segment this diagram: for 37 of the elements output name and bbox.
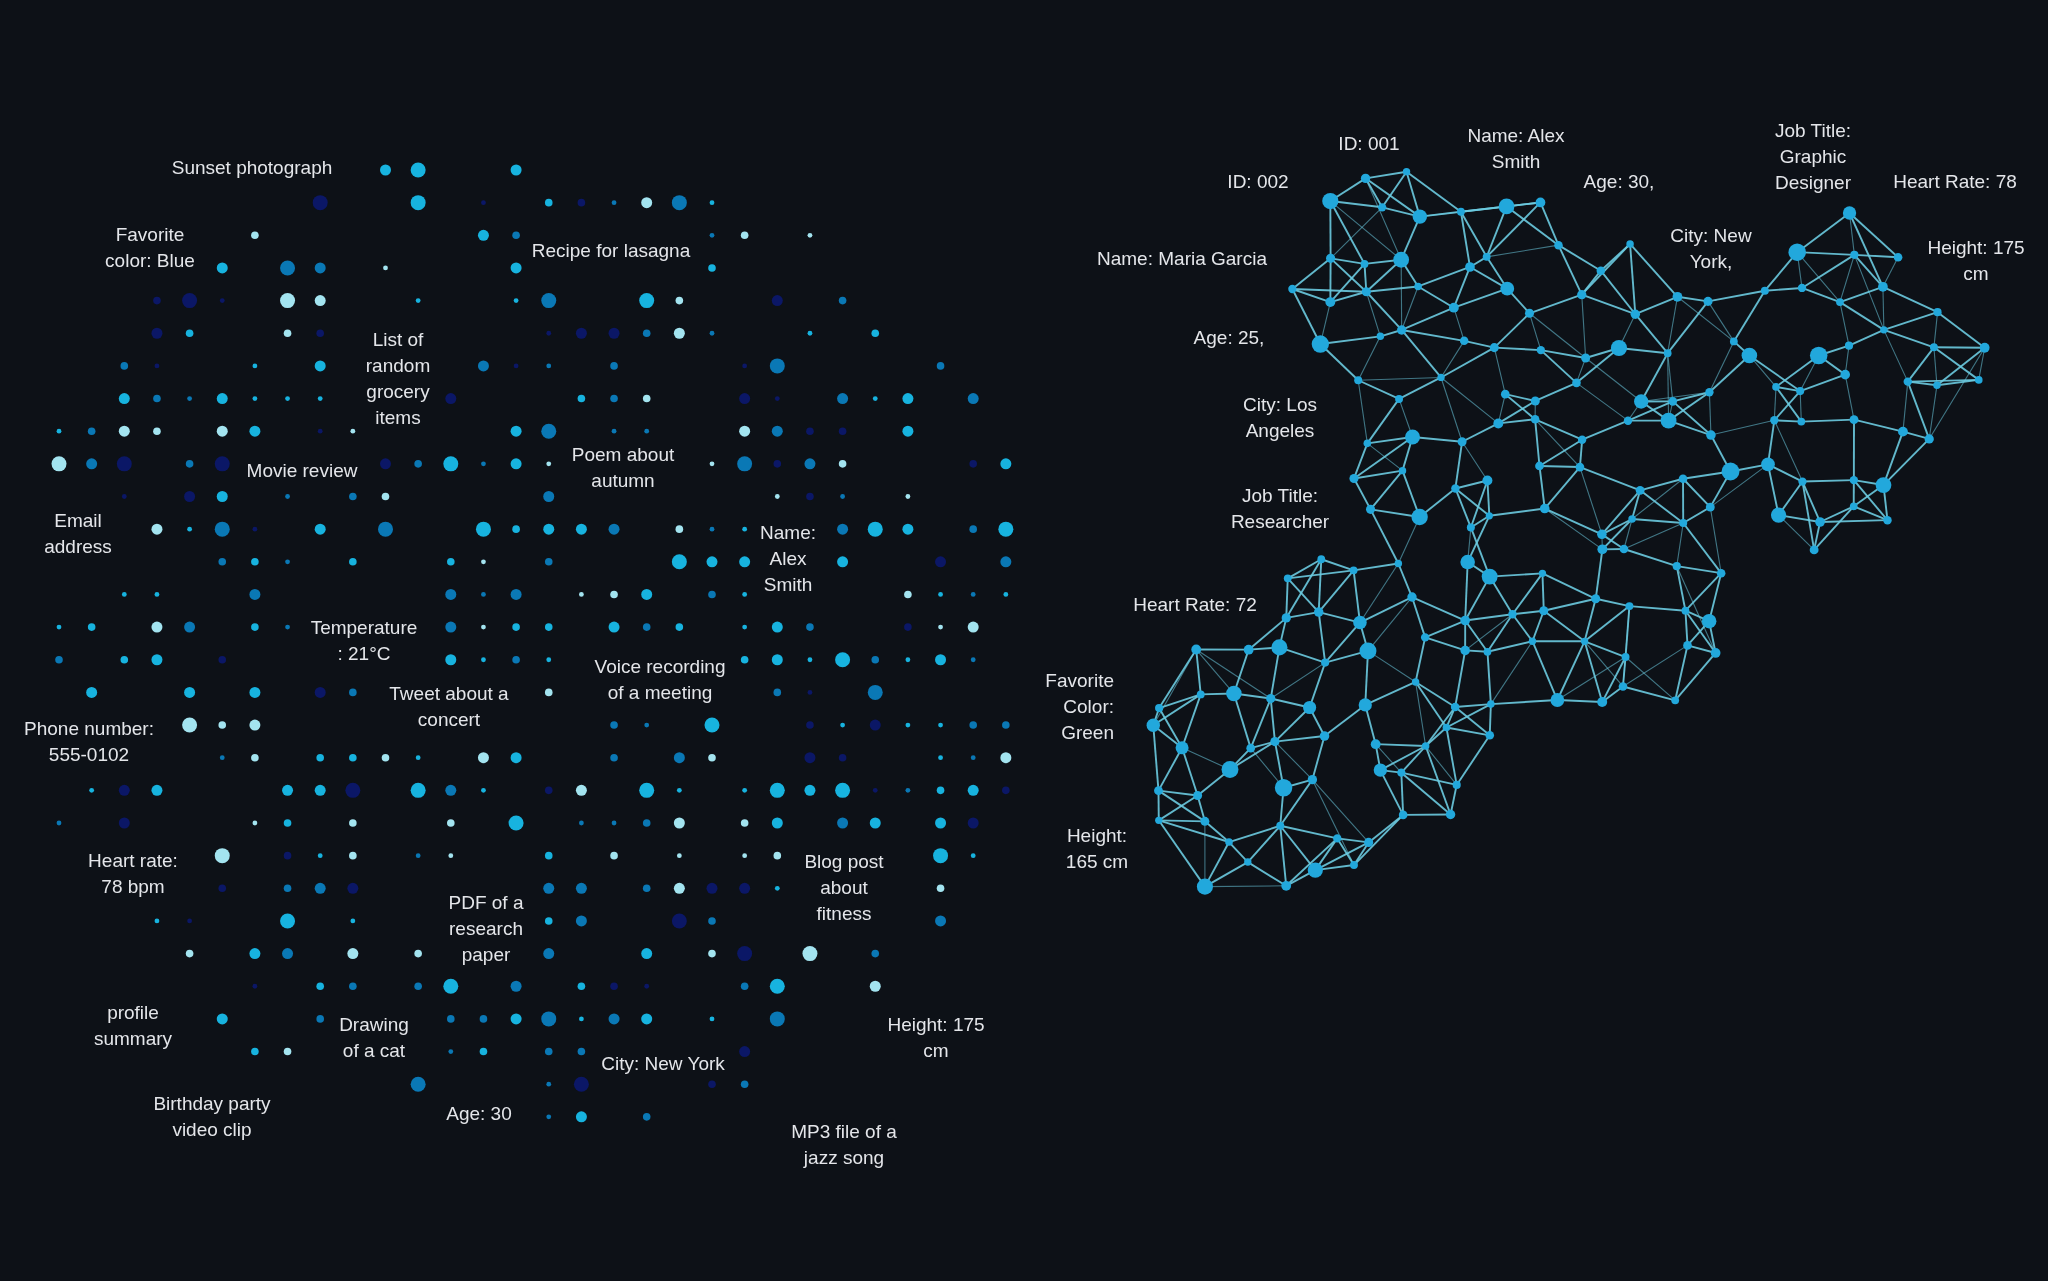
data-item-label: Age: 30 bbox=[446, 1102, 512, 1126]
data-item-label: PDF of a research paper bbox=[447, 891, 525, 967]
data-item-label: Blog post about fitness bbox=[803, 850, 885, 926]
data-item-label: Birthday party video clip bbox=[152, 1092, 272, 1142]
graph-node-label: ID: 001 bbox=[1338, 132, 1400, 156]
graph-node-label: Name: Maria Garcia bbox=[1097, 247, 1267, 271]
data-item-label: Recipe for lasagna bbox=[531, 239, 691, 263]
data-item-label: Sunset photograph bbox=[171, 156, 333, 180]
graph-node-label: City: Los Angeles bbox=[1242, 393, 1318, 443]
data-item-label: Favorite color: Blue bbox=[104, 223, 196, 273]
graph-node-label: ID: 002 bbox=[1227, 170, 1289, 194]
graph-node-label: Heart Rate: 72 bbox=[1133, 593, 1257, 617]
graph-node-label: Job Title: Graphic Designer bbox=[1773, 119, 1852, 195]
graph-node-label: City: New York, bbox=[1669, 224, 1753, 274]
data-item-label: City: New York bbox=[601, 1052, 725, 1076]
data-item-label: Email address bbox=[43, 509, 113, 559]
data-item-label: Drawing of a cat bbox=[338, 1013, 410, 1063]
data-item-label: Movie review bbox=[246, 459, 358, 483]
data-item-label: Heart rate: 78 bpm bbox=[87, 849, 179, 899]
data-item-label: profile summary bbox=[92, 1001, 174, 1051]
data-item-label: Name: Alex Smith bbox=[759, 521, 817, 597]
data-item-label: MP3 file of a jazz song bbox=[790, 1120, 898, 1170]
data-item-label: Poem about autumn bbox=[570, 443, 676, 493]
graph-node-label: Age: 25, bbox=[1193, 326, 1265, 350]
graph-node-label: Heart Rate: 78 bbox=[1893, 170, 2017, 194]
graph-node-label: Height: 175 cm bbox=[1926, 236, 2026, 286]
graph-node-label: Job Title: Researcher bbox=[1229, 484, 1331, 534]
data-item-label: Height: 175 cm bbox=[886, 1013, 986, 1063]
graph-node-label: Height: 165 cm bbox=[1064, 824, 1130, 874]
data-item-label: Tweet about a concert bbox=[388, 682, 510, 732]
data-item-label: List of random grocery items bbox=[364, 328, 432, 430]
data-item-label: Temperature : 21°C bbox=[309, 616, 419, 666]
data-item-label: Voice recording of a meeting bbox=[593, 655, 727, 705]
graph-node-label: Age: 30, bbox=[1583, 170, 1655, 194]
graph-node-label: Favorite Color: Green bbox=[1044, 669, 1114, 745]
data-item-label: Phone number: 555-0102 bbox=[23, 717, 155, 767]
graph-node-label: Name: Alex Smith bbox=[1466, 124, 1566, 174]
